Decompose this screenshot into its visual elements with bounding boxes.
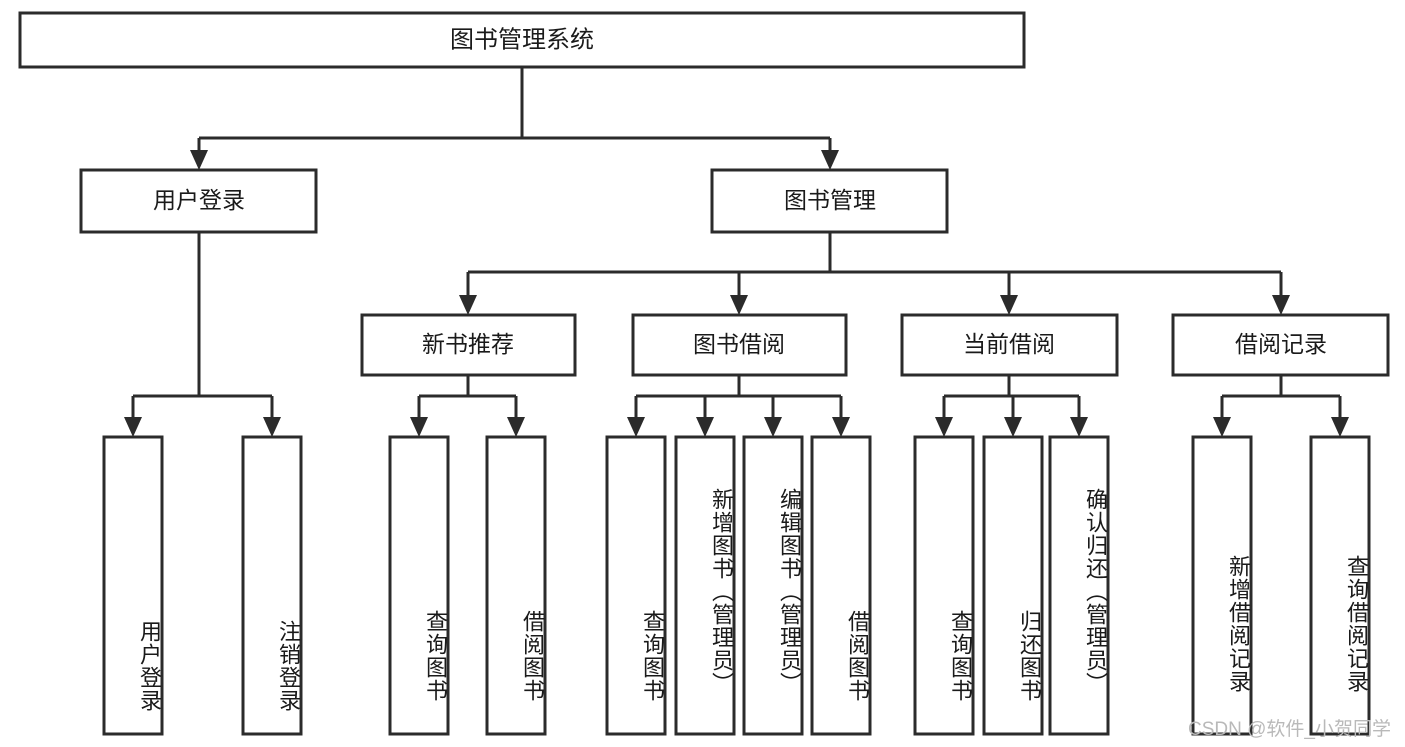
arrow-head-leaf-add-record [1213,417,1231,437]
arrow-head-leaf-query-book-1 [410,417,428,437]
connector-borrowrecord-to-leaves [1213,375,1349,437]
node-book-manage-label: 图书管理 [784,187,876,213]
node-leaf-query-book-2-box[interactable] [605,435,667,736]
arrow-head-user-login [190,150,208,170]
arrow-head-book-borrow [730,295,748,315]
node-leaf-add-book-box[interactable] [674,435,736,736]
arrow-head-leaf-edit-book [764,417,782,437]
node-new-book-recommend-label: 新书推荐 [422,331,514,357]
node-leaf-return-book-box[interactable] [982,435,1044,736]
node-leaf-query-book-3-box[interactable] [913,435,975,736]
node-leaf-user-login-box[interactable] [102,435,164,736]
node-book-borrow-label: 图书借阅 [693,331,785,357]
arrow-head-new-book-recommend [459,295,477,315]
node-leaf-query-book-1-box[interactable] [388,435,450,736]
node-leaf-borrow-book-1-box[interactable] [485,435,547,736]
node-leaf-logout-login-box[interactable] [241,435,303,736]
connector-root-to-level2 [190,67,839,170]
node-current-borrow-box[interactable] [900,313,1119,377]
arrow-head-leaf-user-login [124,417,142,437]
arrow-head-leaf-query-book-2 [627,417,645,437]
node-leaf-add-record-box[interactable] [1191,435,1253,736]
node-book-manage-box[interactable] [710,168,949,234]
arrow-head-leaf-query-record [1331,417,1349,437]
arrow-head-leaf-logout-login [263,417,281,437]
arrow-head-book-manage [821,150,839,170]
arrow-head-leaf-confirm-return [1070,417,1088,437]
node-root-box[interactable] [18,11,1026,69]
node-borrow-record-box[interactable] [1171,313,1390,377]
arrow-head-leaf-query-book-3 [935,417,953,437]
connector-currentborrow-to-leaves [935,375,1088,437]
node-borrow-record-label: 借阅记录 [1235,331,1327,357]
connector-bookmanage-to-level3 [459,232,1290,315]
arrow-head-leaf-add-book [696,417,714,437]
node-new-book-recommend-box[interactable] [360,313,577,377]
node-user-login-box[interactable] [79,168,318,234]
connector-newbook-to-leaves [410,375,525,437]
node-current-borrow-label: 当前借阅 [963,331,1055,357]
node-leaf-edit-book-box[interactable] [742,435,804,736]
csdn-watermark: CSDN @软件_小贺同学 [1188,719,1391,740]
connector-userlogin-to-leaves [124,232,281,437]
arrow-head-leaf-borrow-book-1 [507,417,525,437]
node-book-borrow-box[interactable] [631,313,848,377]
node-leaf-confirm-return-box[interactable] [1048,435,1110,736]
node-leaf-borrow-book-2-box[interactable] [810,435,872,736]
node-user-login-label: 用户登录 [153,187,245,213]
arrow-head-leaf-borrow-book-2 [832,417,850,437]
connector-bookborrow-to-leaves [627,375,850,437]
arrow-head-leaf-return-book [1004,417,1022,437]
arrow-head-current-borrow [1000,295,1018,315]
node-root-label: 图书管理系统 [450,26,594,53]
arrow-head-borrow-record [1272,295,1290,315]
node-leaf-query-record-box[interactable] [1309,435,1371,736]
